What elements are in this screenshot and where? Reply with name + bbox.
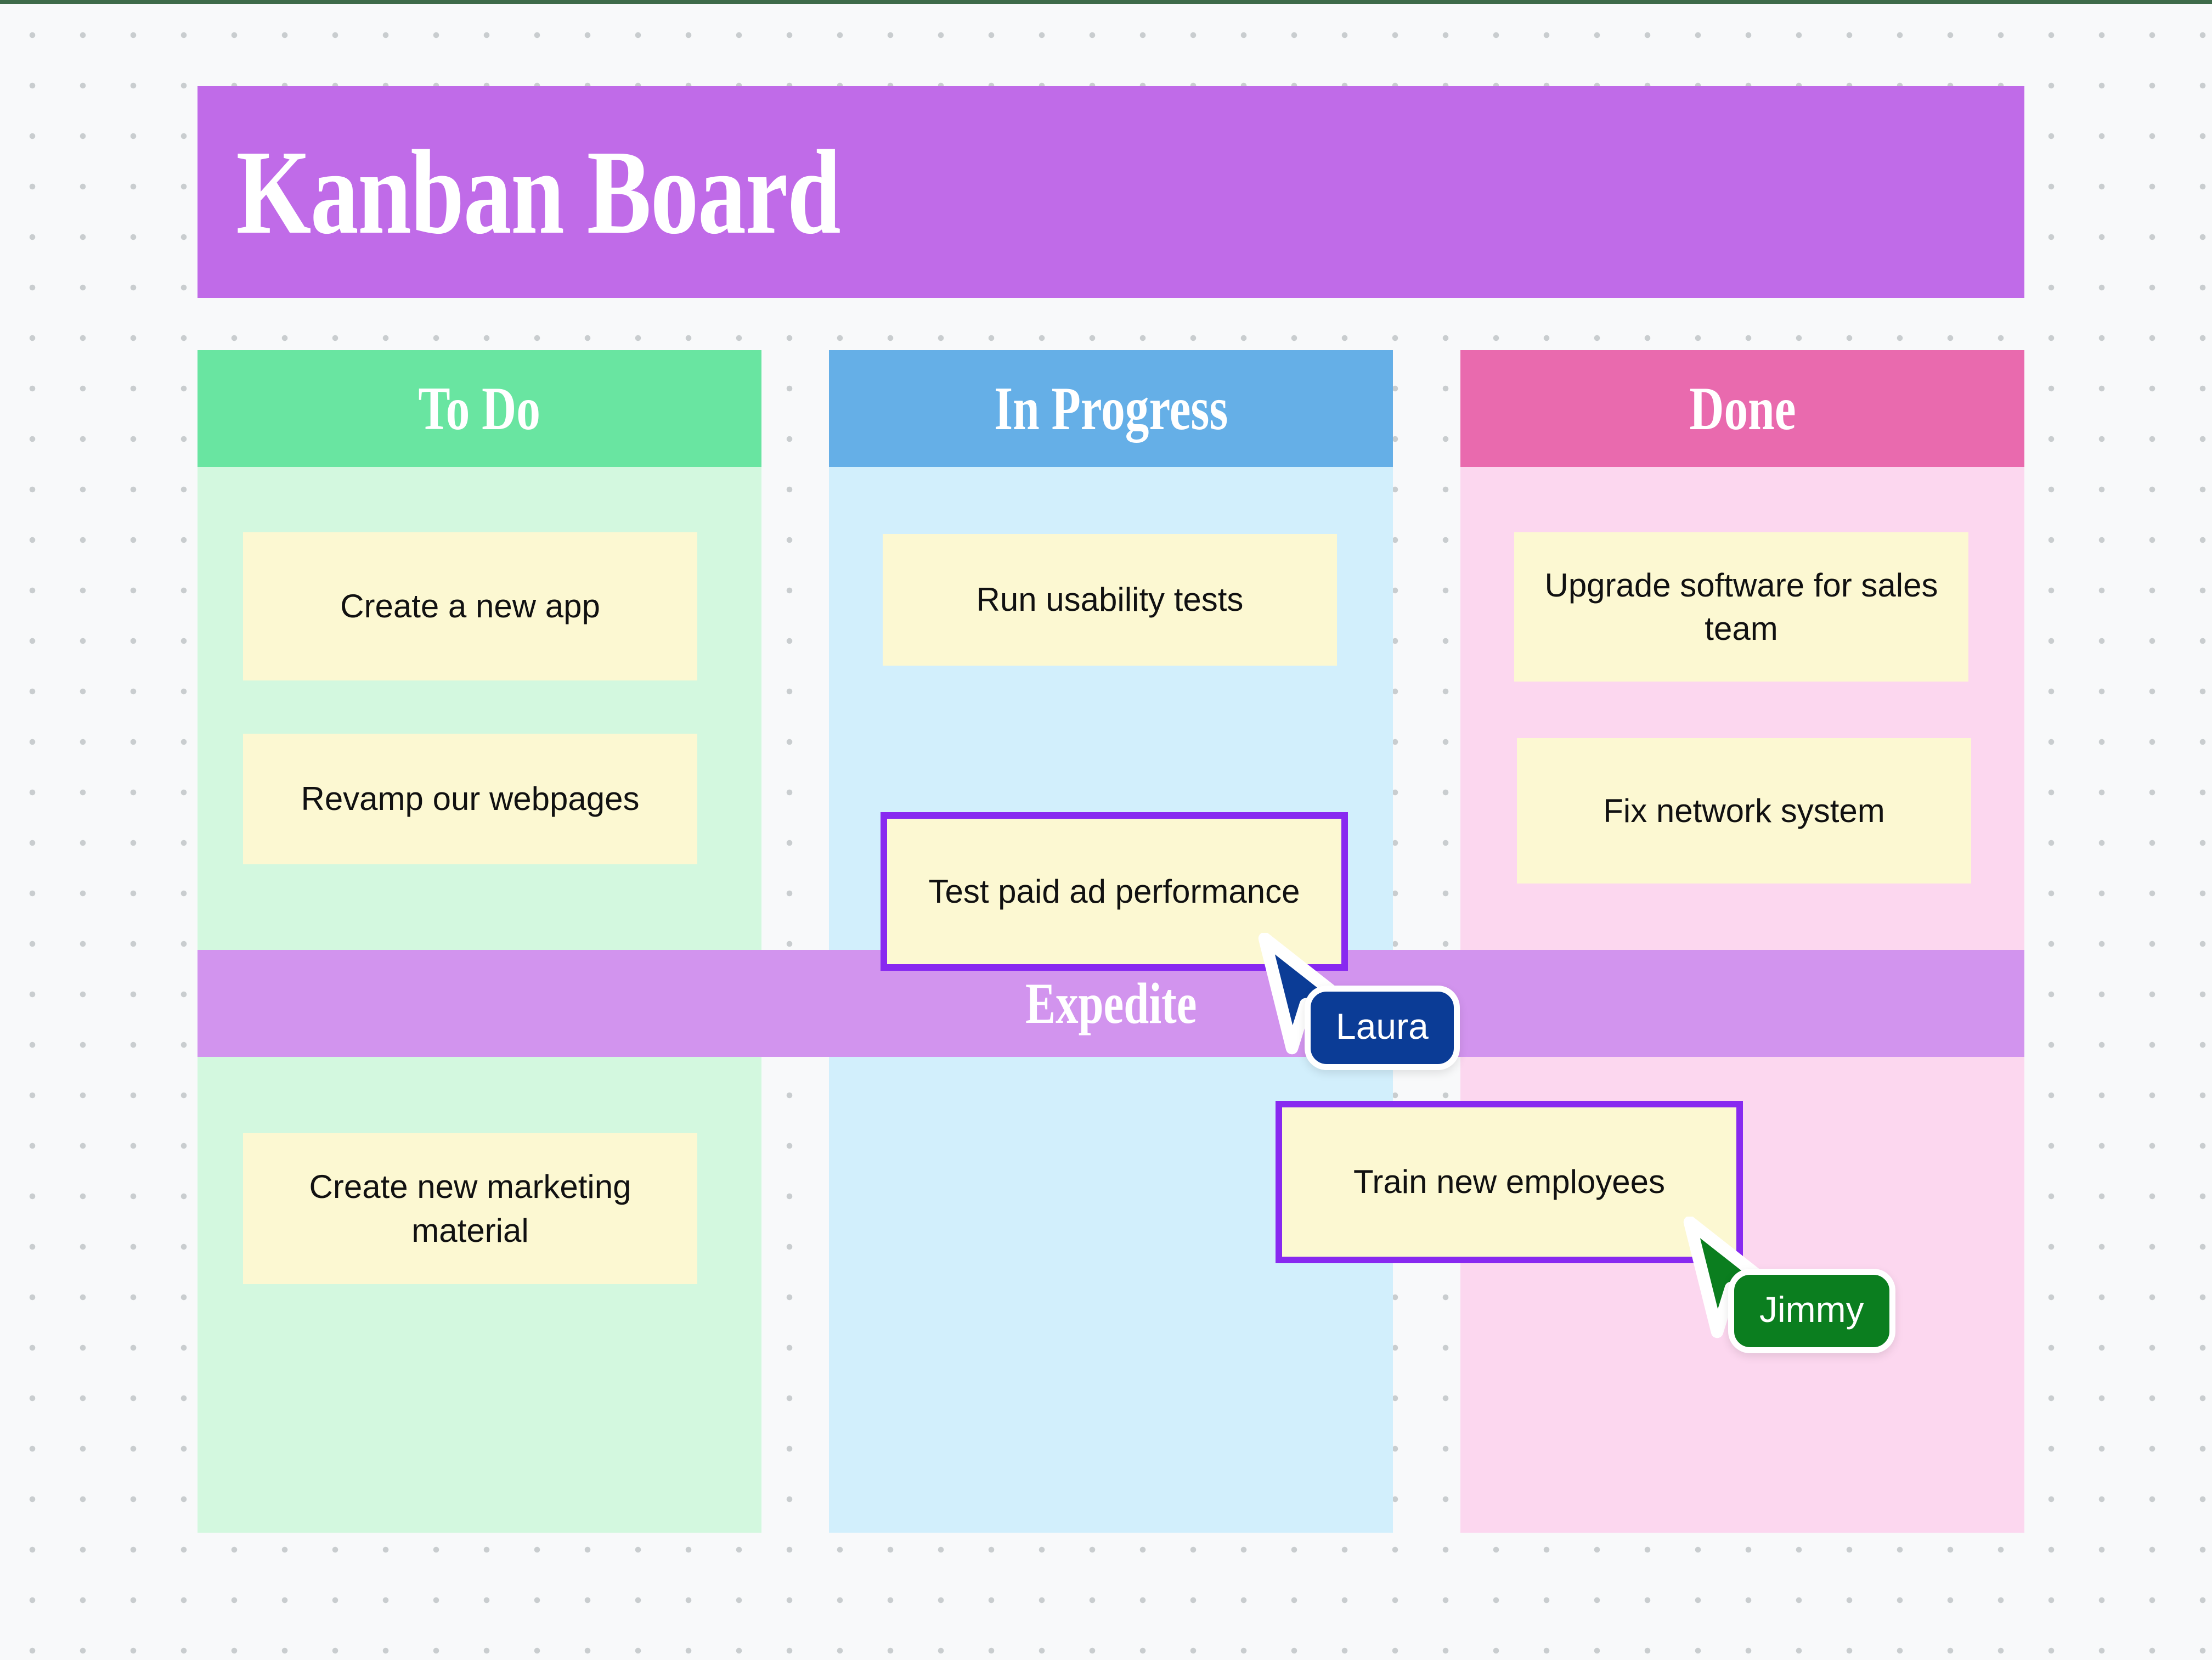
column-title-done: Done — [1689, 374, 1796, 443]
card-text: Upgrade software for sales team — [1544, 566, 1938, 647]
column-title-todo: To Do — [418, 374, 541, 443]
page-title: Kanban Board — [236, 125, 840, 259]
card-text: Create a new app — [340, 588, 600, 625]
swimlane-expedite[interactable]: Expedite — [198, 950, 2024, 1057]
card-run-usability-tests[interactable]: Run usability tests — [883, 534, 1337, 666]
card-text: Fix network system — [1603, 792, 1885, 829]
top-edge-rule — [0, 0, 2212, 4]
card-test-paid-ad-performance[interactable]: Test paid ad performance — [881, 812, 1348, 971]
card-text: Create new marketing material — [309, 1168, 631, 1249]
cursor-label-laura: Laura — [1305, 986, 1460, 1070]
card-fix-network-system[interactable]: Fix network system — [1517, 738, 1971, 884]
card-text: Test paid ad performance — [928, 873, 1300, 910]
card-train-new-employees[interactable]: Train new employees — [1276, 1101, 1743, 1263]
column-header-in-progress[interactable]: In Progress — [829, 350, 1393, 467]
column-header-todo[interactable]: To Do — [198, 350, 761, 467]
card-text: Train new employees — [1353, 1163, 1666, 1201]
card-create-new-app[interactable]: Create a new app — [243, 532, 697, 680]
board-title-banner: Kanban Board — [198, 86, 2024, 298]
card-text: Revamp our webpages — [301, 780, 640, 818]
card-revamp-webpages[interactable]: Revamp our webpages — [243, 734, 697, 864]
column-done[interactable]: Done — [1460, 350, 2024, 1533]
card-create-marketing-material[interactable]: Create new marketing material — [243, 1133, 697, 1284]
column-todo[interactable]: To Do — [198, 350, 761, 1533]
card-text: Run usability tests — [976, 581, 1244, 618]
swimlane-label-expedite: Expedite — [1025, 971, 1197, 1036]
column-title-in-progress: In Progress — [994, 374, 1228, 443]
card-upgrade-software[interactable]: Upgrade software for sales team — [1514, 532, 1968, 682]
cursor-label-jimmy: Jimmy — [1728, 1269, 1895, 1353]
column-header-done[interactable]: Done — [1460, 350, 2024, 467]
